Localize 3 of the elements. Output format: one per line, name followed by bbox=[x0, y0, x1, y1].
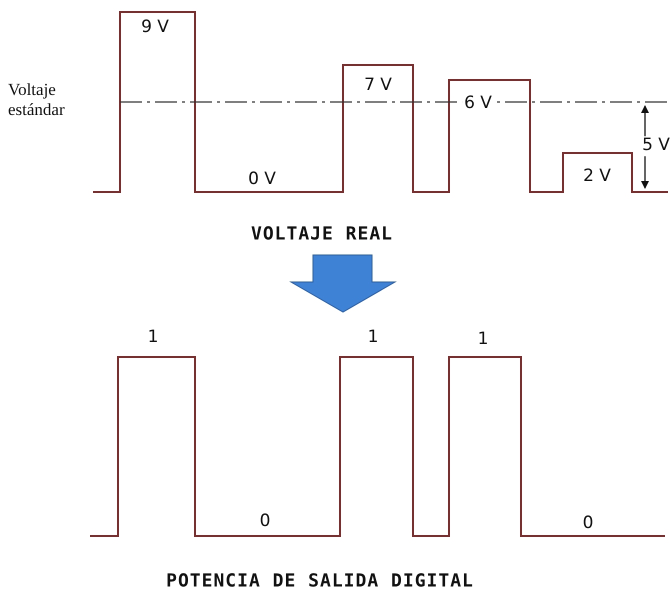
section-caption: VOLTAJE REAL bbox=[250, 224, 394, 246]
dimension-label: 5 V bbox=[640, 136, 670, 156]
section-caption: POTENCIA DE SALIDA DIGITAL bbox=[166, 572, 474, 592]
